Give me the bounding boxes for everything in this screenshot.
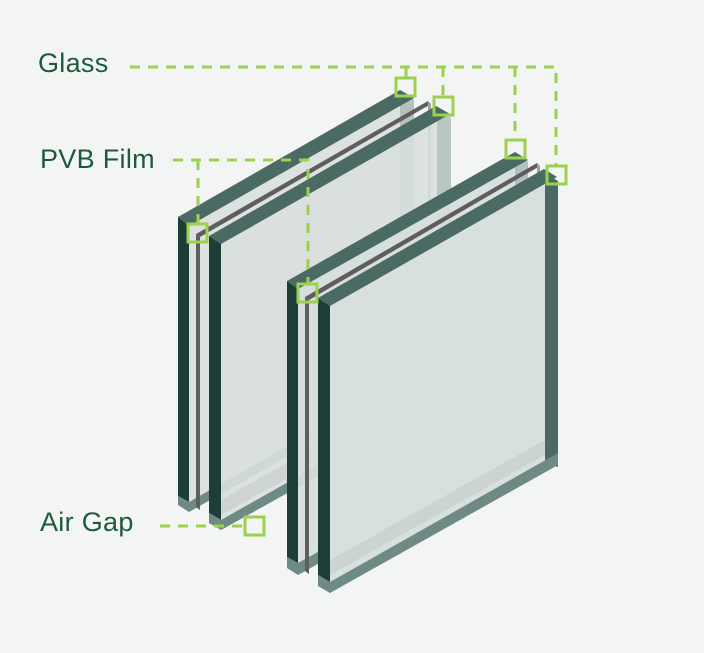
marker-glass-2 <box>432 95 455 117</box>
marker-glass-3 <box>504 138 527 160</box>
pvb-callout-line <box>173 158 310 284</box>
marker-pvb-1 <box>186 222 209 244</box>
glass-callout-line <box>130 65 558 166</box>
glass-pane-front-2 <box>318 169 558 593</box>
callout-markers <box>186 76 568 537</box>
marker-pvb-2 <box>296 282 319 304</box>
label-glass: Glass <box>38 48 109 78</box>
marker-glass-1 <box>394 76 417 98</box>
label-air-gap: Air Gap <box>40 507 134 537</box>
marker-glass-4 <box>545 164 568 186</box>
callout-lines <box>130 65 558 528</box>
marker-air-gap <box>243 515 266 537</box>
laminated-unit-front <box>287 152 558 593</box>
label-pvb-film: PVB Film <box>40 144 155 174</box>
